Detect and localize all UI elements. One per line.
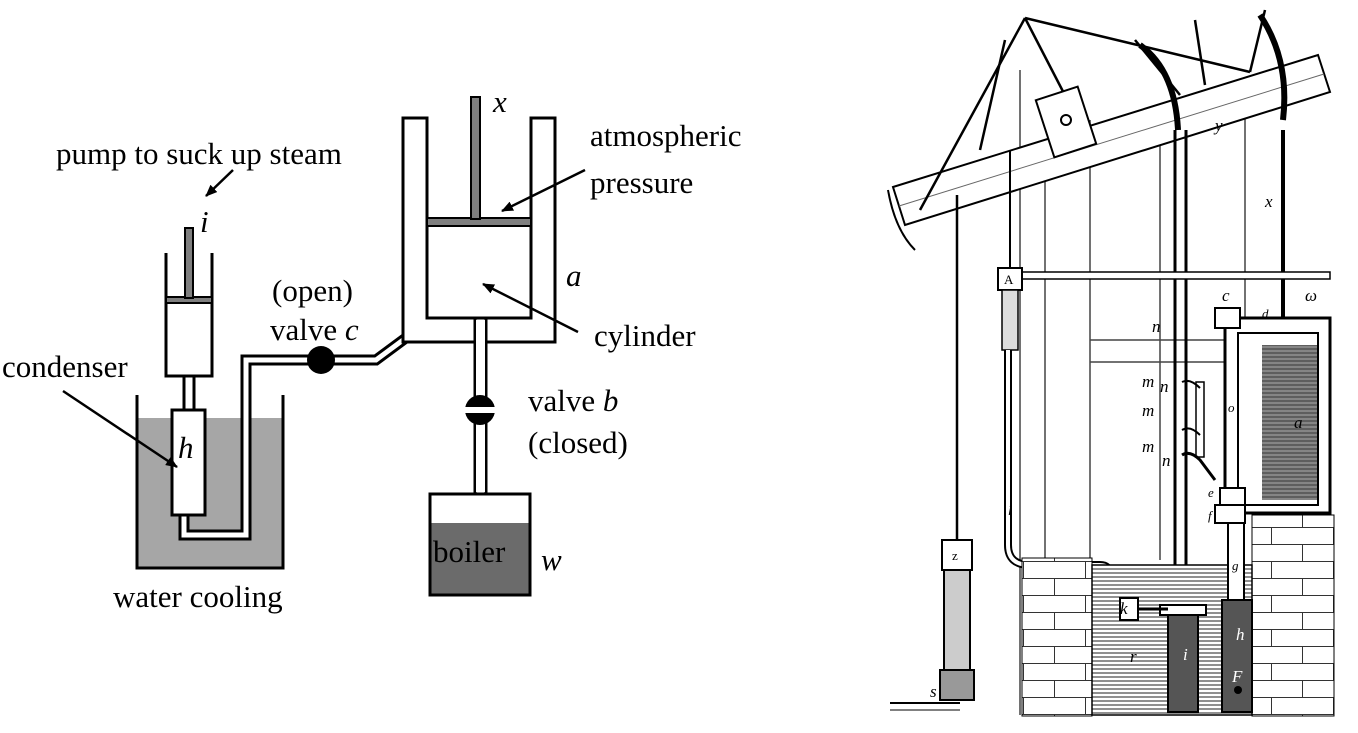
engine-cylinder xyxy=(1214,307,1332,524)
letter-s: s xyxy=(930,682,937,701)
cylinder-jacket xyxy=(401,96,557,344)
air-pump xyxy=(164,227,214,378)
letter-m1: m xyxy=(1142,372,1154,391)
water-cooling-label: water cooling xyxy=(113,579,283,614)
boiler-label: boiler xyxy=(433,534,506,569)
schematic-diagram: pump to suck up steam i x atmospheric pr… xyxy=(2,84,742,614)
cylinder xyxy=(425,220,533,320)
pump-rod xyxy=(184,227,194,299)
valve-c-state: (open) xyxy=(272,273,353,308)
pump-label: pump to suck up steam xyxy=(56,136,342,171)
letter-m2: m xyxy=(1142,401,1154,420)
valve-c-label: valve c xyxy=(270,312,359,347)
letter-y: y xyxy=(1213,116,1223,135)
letter-n3: n xyxy=(1162,451,1171,470)
letter-n-top: n xyxy=(1152,317,1161,336)
letter-h: h xyxy=(1236,625,1245,644)
cooling-water xyxy=(137,418,283,568)
condenser-label: condenser xyxy=(2,349,128,384)
letter-f: f xyxy=(1208,508,1214,523)
letter-o: o xyxy=(1228,400,1235,415)
letter-l: l xyxy=(1008,503,1012,518)
letter-e: e xyxy=(1208,485,1214,500)
letter-a: a xyxy=(1294,413,1303,432)
valve-b-label: valve b xyxy=(528,383,618,418)
condenser-arrow xyxy=(62,389,178,469)
letter-d: d xyxy=(1262,306,1269,321)
valve-c-word: valve xyxy=(270,312,337,347)
brick-wall-left xyxy=(1021,557,1093,717)
valve-c xyxy=(307,346,335,374)
letter-m3: m xyxy=(1142,437,1154,456)
condenser-letter: h xyxy=(178,430,194,465)
boiler-letter: w xyxy=(541,542,562,577)
boiler-water xyxy=(430,523,530,595)
letter-n1: n xyxy=(1160,377,1169,396)
valve-b-state: (closed) xyxy=(528,425,628,460)
brick-wall-right xyxy=(1251,514,1335,717)
water-cooling-tank xyxy=(135,395,285,570)
letter-omega: ω xyxy=(1305,286,1317,305)
valve-b-letter: b xyxy=(603,383,619,418)
letter-F: F xyxy=(1231,667,1243,686)
cylinder-label: cylinder xyxy=(594,318,696,353)
letter-z: z xyxy=(952,548,958,563)
piston-rod-letter: x xyxy=(492,84,507,119)
cylinder-arrow xyxy=(482,282,579,334)
cylinder-letter: a xyxy=(566,258,582,293)
atmospheric-arrow xyxy=(501,168,586,213)
piston-rod xyxy=(470,96,481,220)
engraving-condenser xyxy=(1221,599,1253,713)
valve-c-letter: c xyxy=(345,312,359,347)
pump-arrow xyxy=(205,169,234,197)
engraving-illustration: y x n c ω a m n m m n e f g k r i h F s … xyxy=(887,9,1335,717)
atmospheric-label-line2: pressure xyxy=(590,165,693,200)
engraving-air-pump xyxy=(1167,611,1199,713)
letter-A: A xyxy=(1004,272,1014,287)
beam xyxy=(887,53,1332,251)
letter-i: i xyxy=(1183,645,1188,664)
letter-c: c xyxy=(1222,286,1230,305)
boiler xyxy=(428,492,532,597)
letter-g: g xyxy=(1232,558,1239,573)
pump-letter: i xyxy=(200,204,209,239)
valve-b-word: valve xyxy=(528,383,595,418)
letter-r: r xyxy=(1130,647,1137,666)
atmospheric-label-line1: atmospheric xyxy=(590,118,742,153)
valve-b xyxy=(465,395,495,425)
letter-k: k xyxy=(1120,599,1128,618)
letter-x: x xyxy=(1264,192,1273,211)
